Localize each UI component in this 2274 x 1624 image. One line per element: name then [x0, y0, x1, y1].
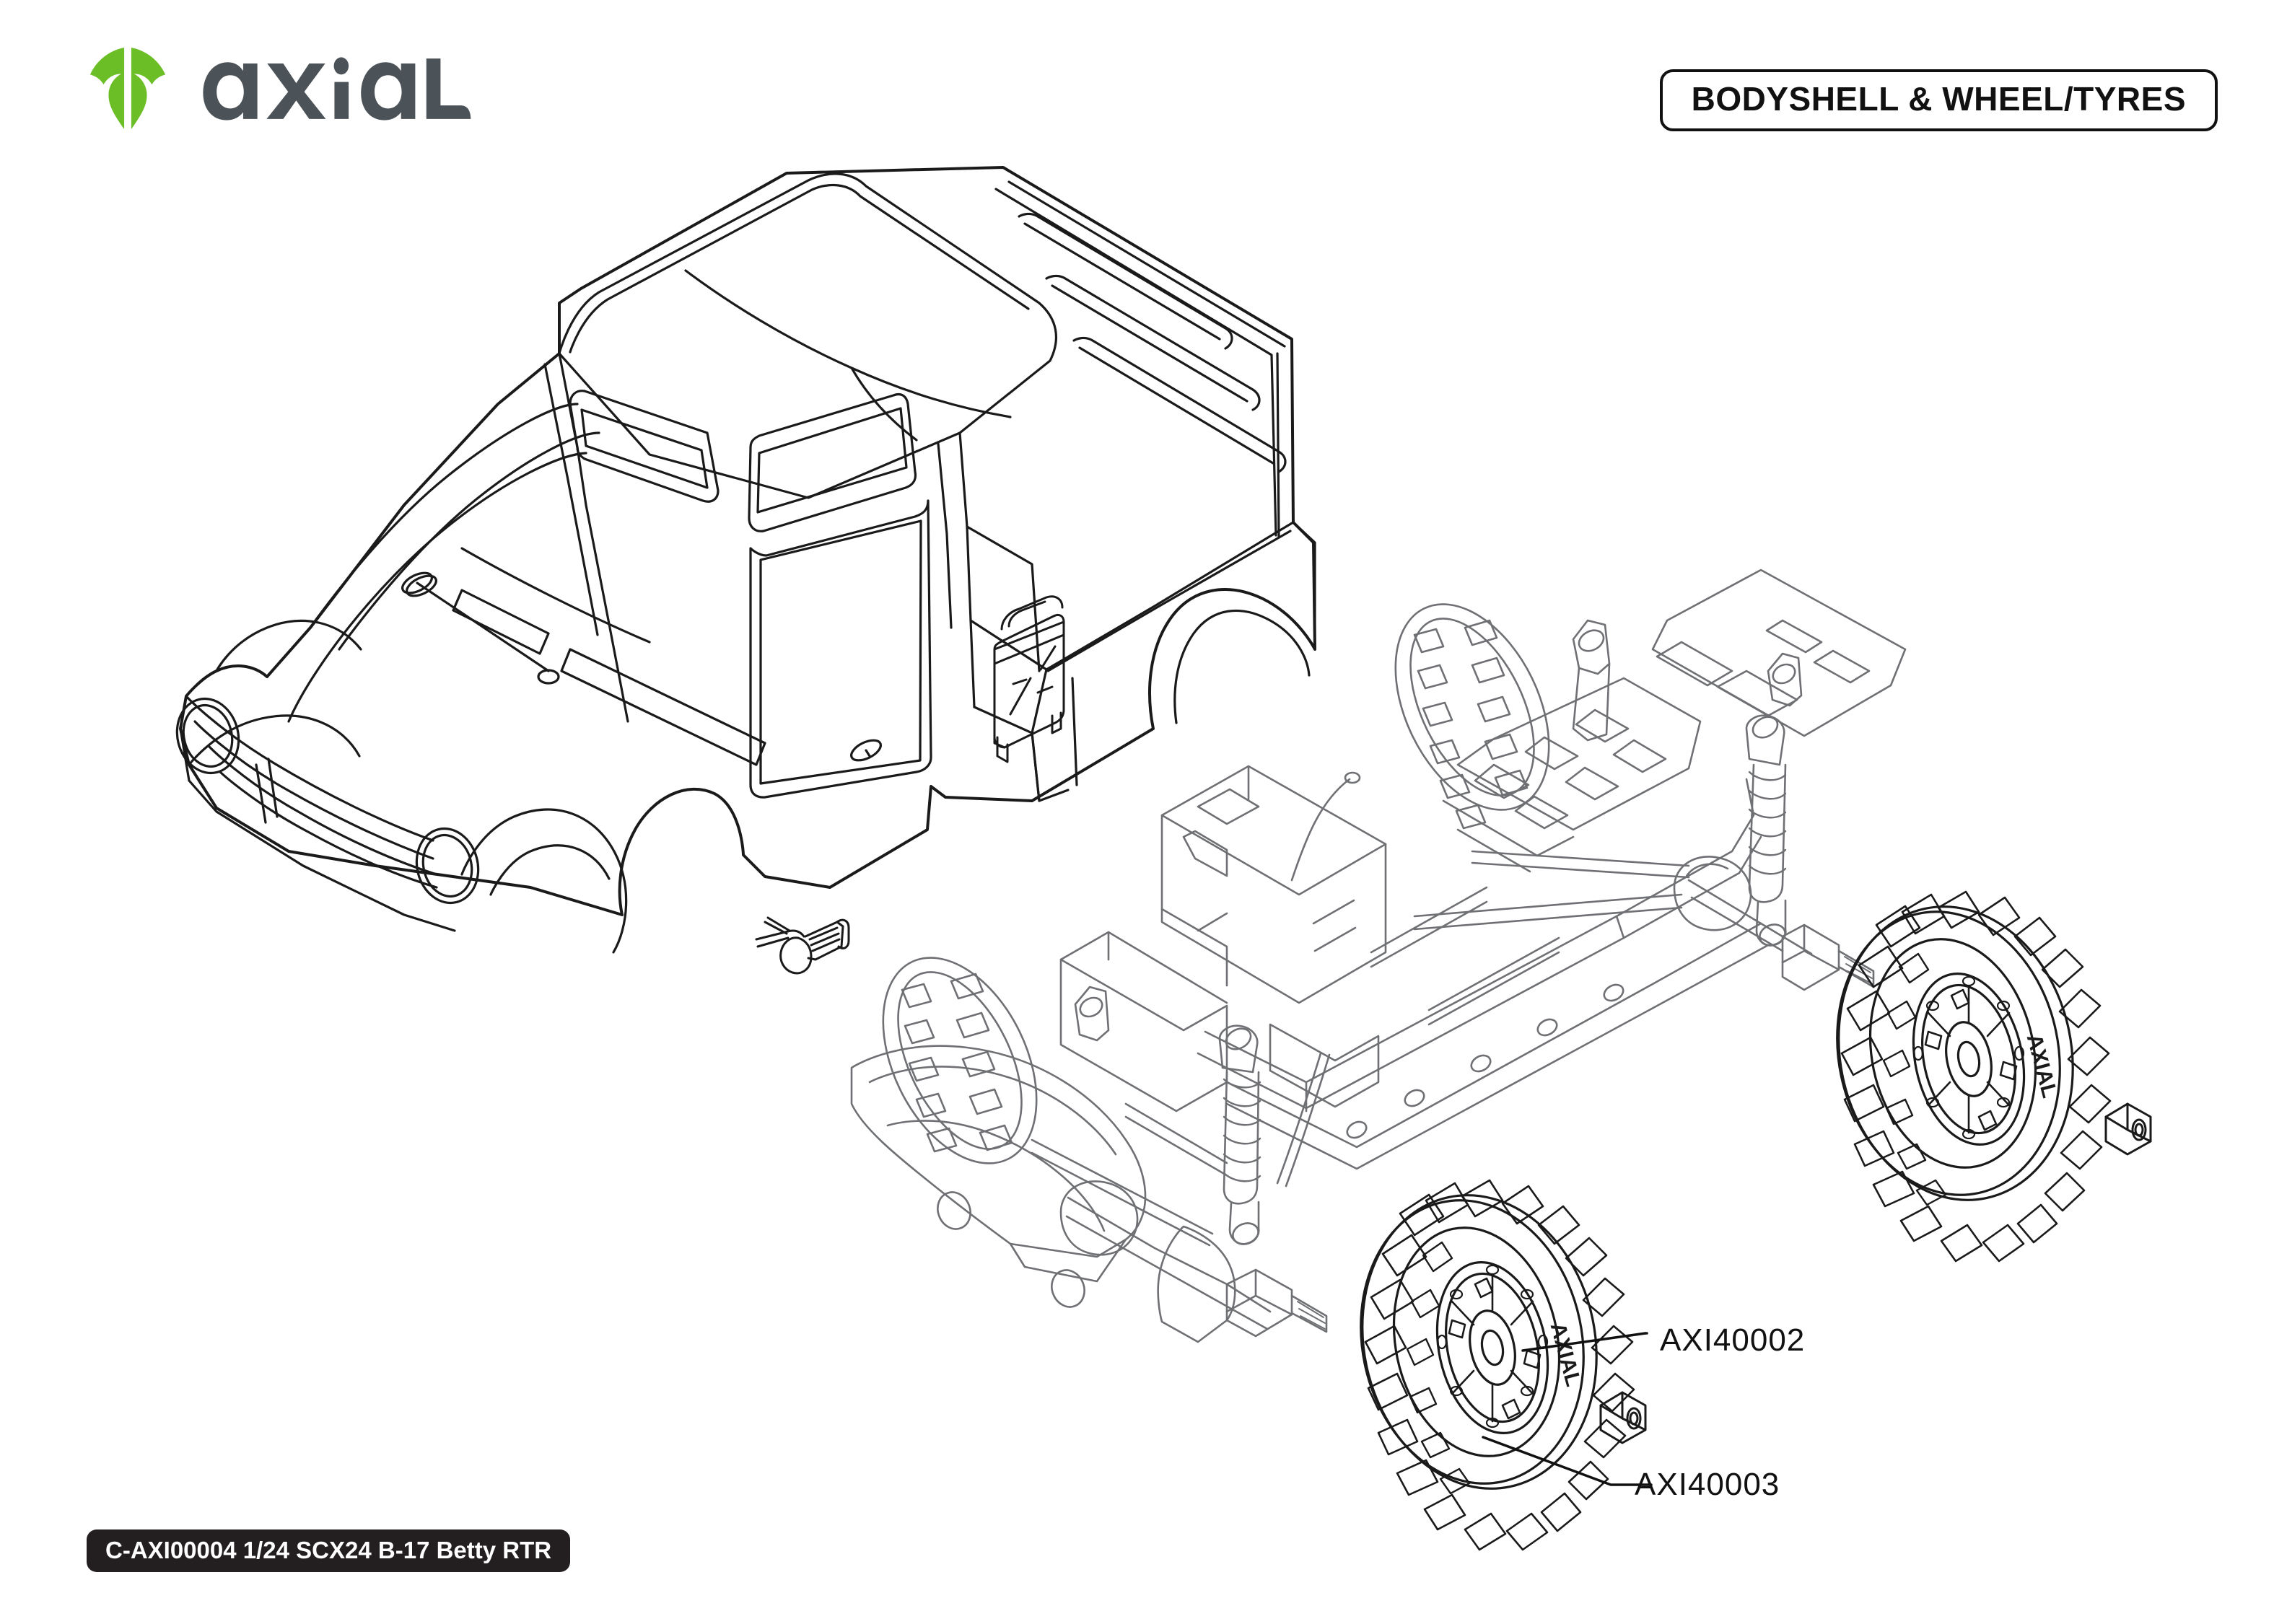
svg-text:AXIAL: AXIAL — [1546, 1320, 1586, 1389]
lock-nut-lower — [1599, 1391, 1647, 1444]
kit-code-text: C-AXI00004 1/24 SCX24 B-17 Betty RTR — [105, 1537, 552, 1563]
body-clip-drawing — [755, 916, 850, 975]
lock-nut-upper — [2104, 1102, 2152, 1156]
brand-logo — [85, 45, 472, 133]
chassis-rear-tyre — [1394, 603, 1550, 830]
axial-mark-icon — [89, 47, 166, 130]
wheel-tyre-lower: AXIAL — [1360, 1179, 1635, 1551]
bodyshell-drawing — [175, 166, 1316, 954]
callout-axi40003: AXI40003 — [1635, 1467, 1780, 1502]
wheel-tyre-upper-right: AXIAL — [1836, 890, 2112, 1263]
kit-code-footer: C-AXI00004 1/24 SCX24 B-17 Betty RTR — [87, 1529, 571, 1572]
section-title-text: BODYSHELL & WHEEL/TYRES — [1691, 80, 2186, 118]
section-title-box: BODYSHELL & WHEEL/TYRES — [1659, 69, 2218, 131]
chassis-assembly-drawing — [850, 569, 1907, 1343]
callout-axi40002: AXI40002 — [1660, 1322, 1806, 1358]
axial-wordmark — [203, 57, 471, 120]
svg-text:AXIAL: AXIAL — [2022, 1032, 2062, 1100]
chassis-front-tyre — [882, 957, 1038, 1164]
callout-leader-lines — [1482, 1332, 1653, 1486]
